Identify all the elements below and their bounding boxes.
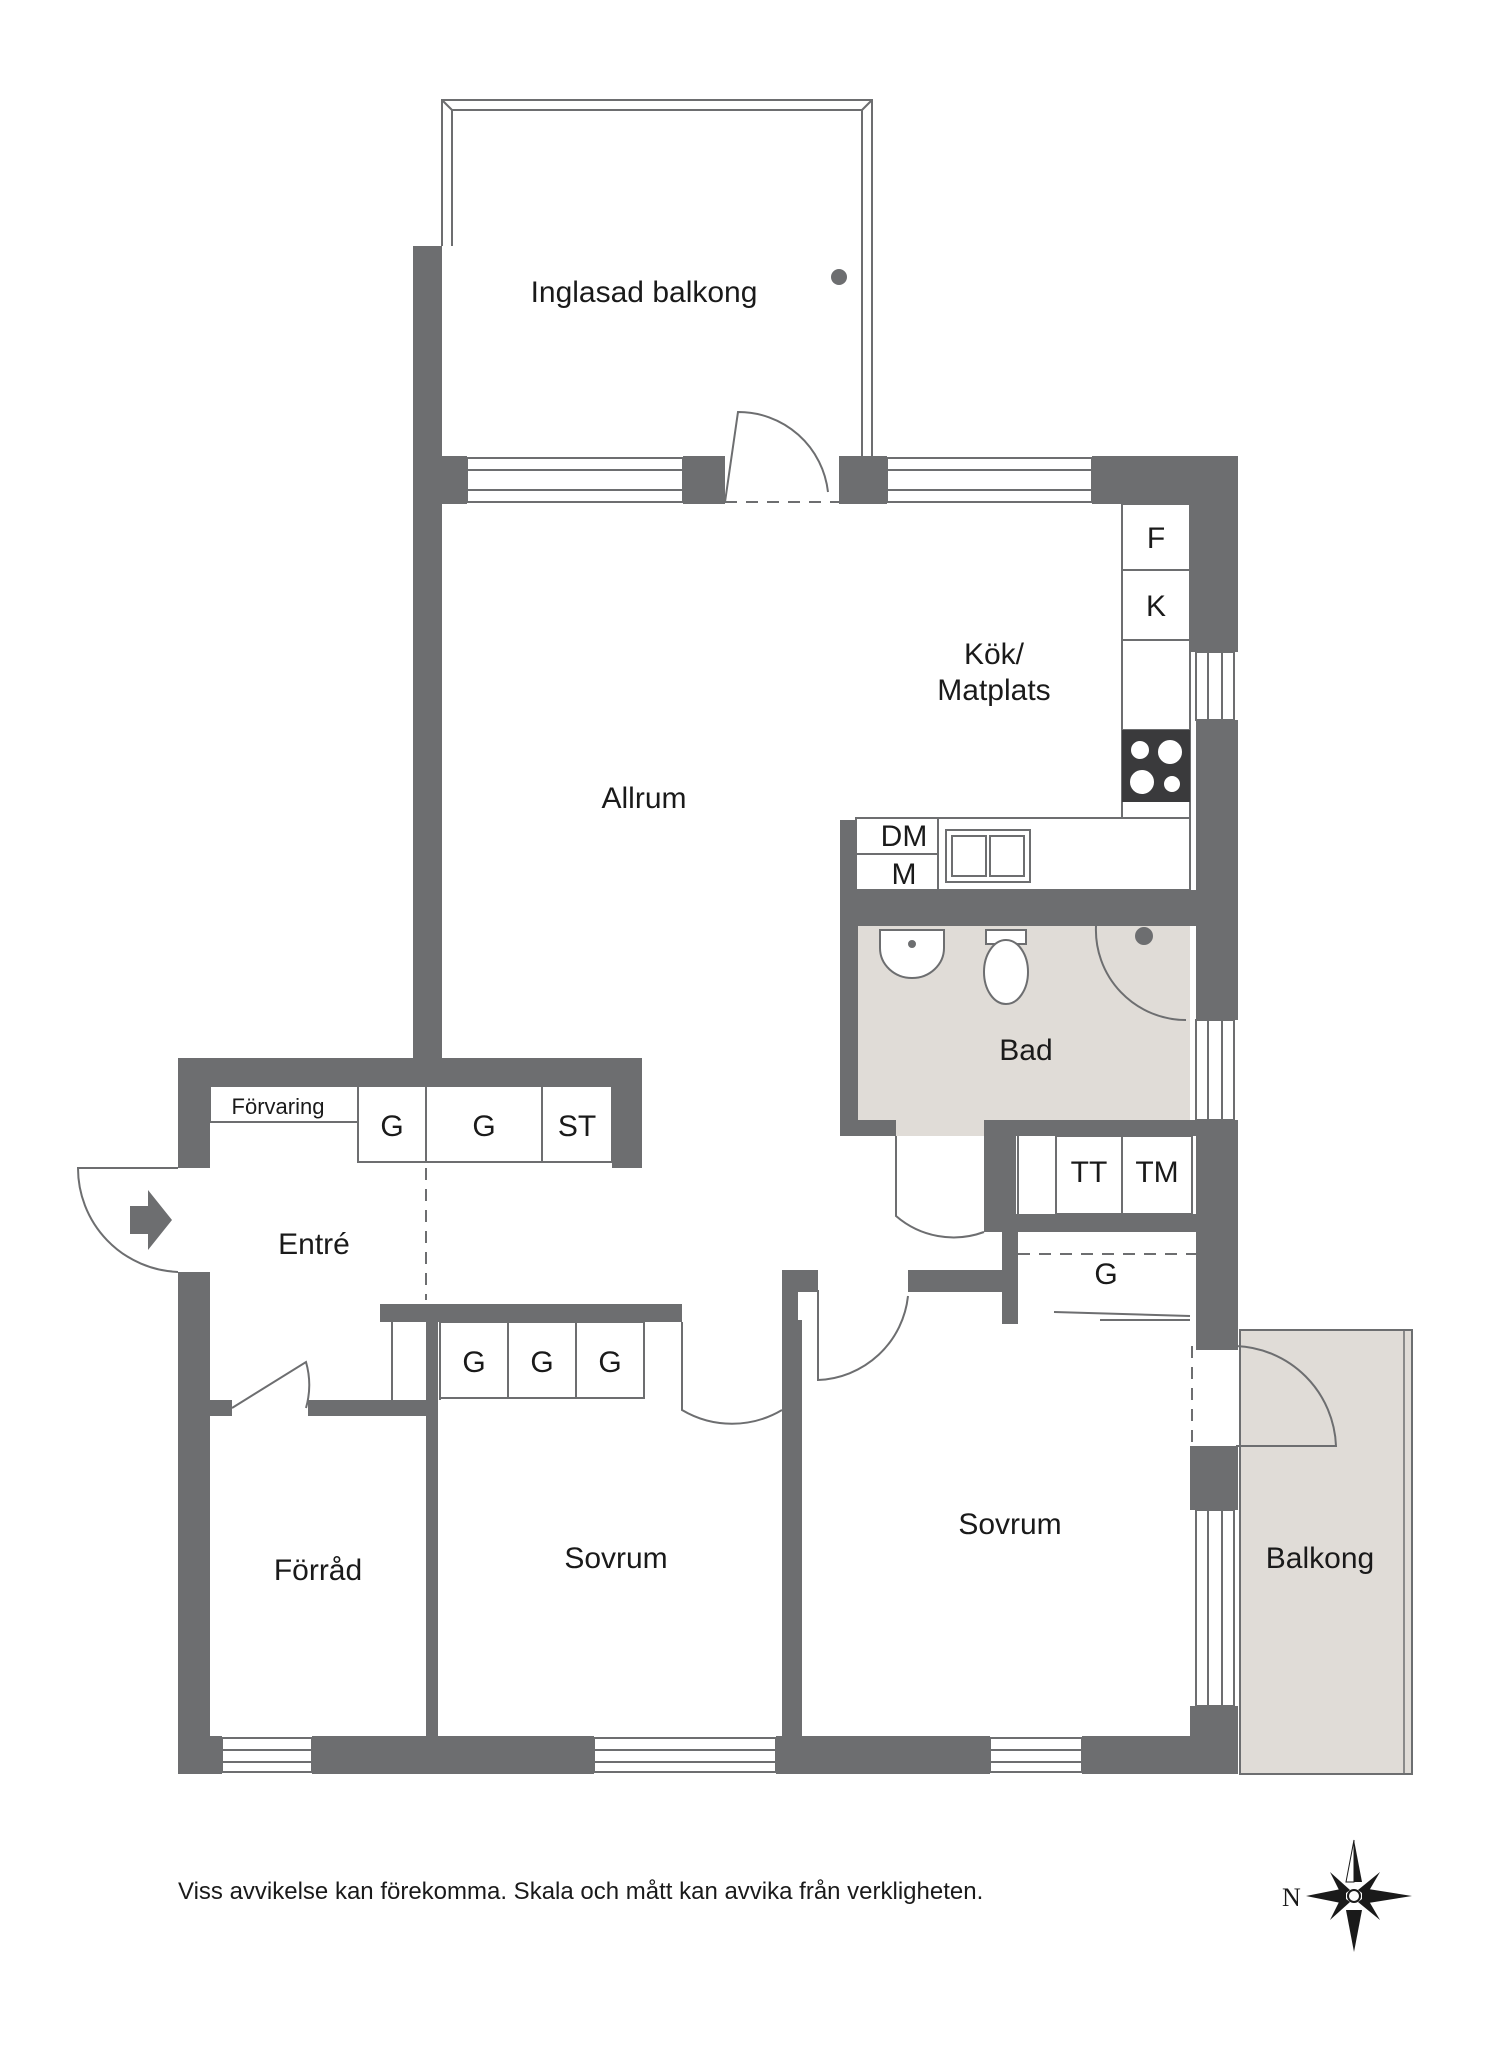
room-label-storage: Förråd (274, 1554, 362, 1587)
room-label-living: Allrum (601, 782, 686, 815)
compass-north-label: N (1282, 1883, 1301, 1912)
fixture-label-bedroom-wardrobe-2: G (530, 1346, 553, 1379)
fixture-label-tumble-dryer: TT (1071, 1156, 1108, 1189)
fixture-label-dishwasher: DM (881, 820, 928, 853)
entry-wardrobe-2 (425, 1085, 543, 1163)
room-label-bedroom-2: Sovrum (958, 1508, 1061, 1541)
entry-st-cabinet (541, 1085, 613, 1163)
balcony-post (831, 269, 847, 285)
tumble-dryer (1055, 1135, 1123, 1215)
room-label-bedroom-1: Sovrum (564, 1542, 667, 1575)
counter-right (1121, 639, 1191, 731)
fixture-label-entry-st: ST (558, 1110, 596, 1143)
entrance-arrow-icon (130, 1190, 172, 1250)
washing-machine (1121, 1135, 1193, 1215)
room-label-entry: Entré (278, 1228, 350, 1261)
room-label-glazed-balcony: Inglasad balkong (531, 276, 758, 309)
windows (221, 457, 1235, 1773)
fixture-label-entry-wardrobe-1: G (380, 1110, 403, 1143)
fixture-label-entry-wardrobe-2: G (472, 1110, 495, 1143)
storage-shelf (209, 1085, 359, 1123)
compass-rose-icon (1306, 1839, 1412, 1952)
fixture-label-washing-machine: TM (1135, 1156, 1178, 1189)
disclaimer-text: Viss avvikelse kan förekomma. Skala och … (178, 1878, 984, 1905)
bedroom-wardrobe-1 (439, 1321, 509, 1399)
room-label-balcony: Balkong (1266, 1542, 1374, 1575)
entry-wardrobe-1 (357, 1085, 427, 1163)
fixture-label-bedroom-wardrobe-3: G (598, 1346, 621, 1379)
fixture-label-storage: Förvaring (232, 1094, 325, 1119)
fixture-label-freezer: K (1146, 590, 1166, 623)
room-label-kitchen-line2: Matplats (937, 674, 1050, 707)
room-label-bath: Bad (999, 1034, 1052, 1067)
fixture-label-hall-wardrobe: G (1094, 1258, 1117, 1291)
freezer (1121, 569, 1191, 641)
doors (76, 410, 1338, 1447)
bedroom-wardrobe-3 (575, 1321, 645, 1399)
walls (178, 246, 1238, 1774)
fixture-label-fridge: F (1147, 522, 1165, 555)
shower-icon (1094, 925, 1187, 1022)
room-label-kitchen-line1: Kök/ (964, 638, 1025, 671)
fixture-label-microwave: M (892, 858, 917, 891)
fixture-label-bedroom-wardrobe-1: G (462, 1346, 485, 1379)
glazed-balcony-railing (441, 99, 873, 456)
washbasin-icon (879, 929, 945, 979)
